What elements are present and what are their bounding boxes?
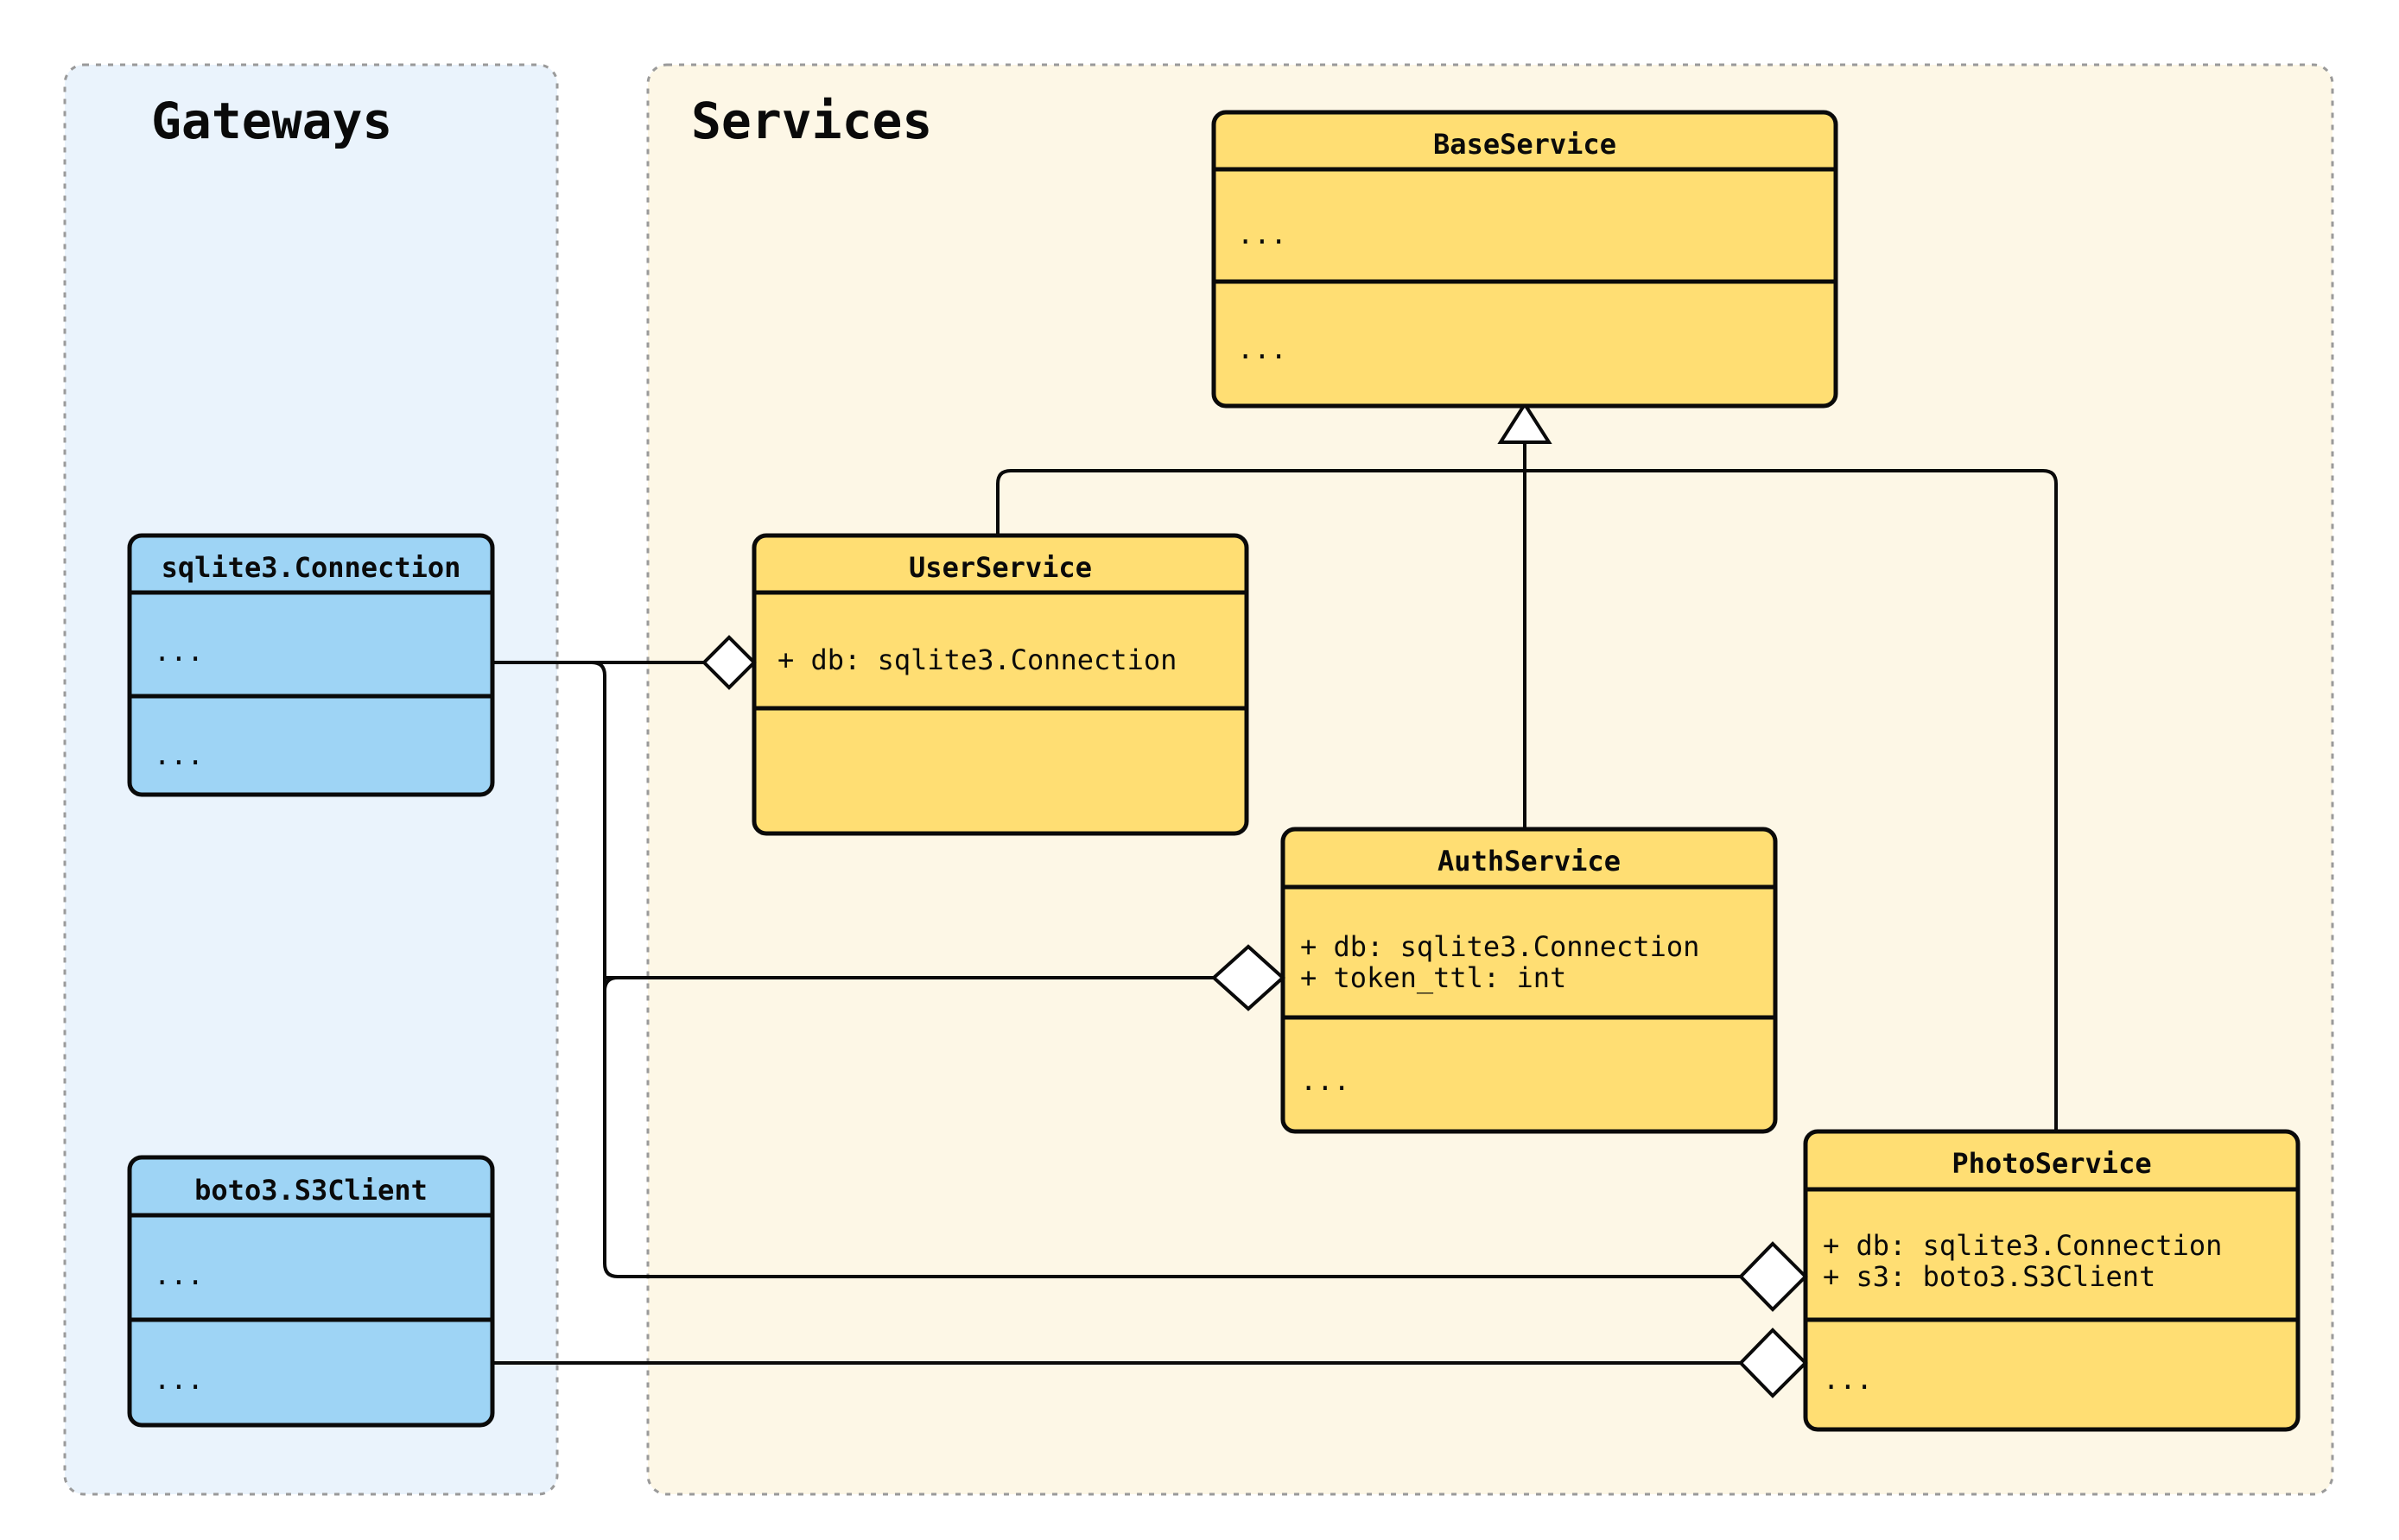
- class-sqlite3-connection-method: ...: [154, 738, 204, 771]
- class-photoservice-title: PhotoService: [1952, 1147, 2151, 1180]
- package-gateways-label: Gateways: [151, 92, 392, 150]
- generalization-edges: [996, 401, 2058, 1131]
- class-baseservice-frame: [1211, 110, 1838, 409]
- hollow-diamond-icon-authservice: [1211, 944, 1285, 1011]
- class-userservice-title: UserService: [909, 551, 1092, 584]
- class-boto3-s3client-frame: [127, 1155, 495, 1428]
- class-userservice-frame: [752, 533, 1249, 836]
- edge-generalization-userservice[interactable]: [996, 469, 1525, 536]
- aggregation-edges-sqlite: [492, 661, 1741, 1278]
- package-services-label: Services: [691, 92, 932, 150]
- class-boto3-s3client-method: ...: [154, 1363, 204, 1396]
- class-userservice-attribute: + db: sqlite3.Connection: [777, 643, 1177, 676]
- hollow-triangle-icon: [1497, 401, 1552, 444]
- aggregation-markers: [701, 635, 1808, 1398]
- class-sqlite3-connection-frame: [127, 533, 495, 797]
- class-box-userservice[interactable]: UserService + db: sqlite3.Connection: [752, 533, 1249, 836]
- class-authservice-attribute-1: + db: sqlite3.Connection: [1300, 930, 1699, 963]
- class-boto3-s3client-title: boto3.S3Client: [194, 1174, 428, 1207]
- class-photoservice-frame: [1803, 1129, 2301, 1432]
- class-box-baseservice[interactable]: BaseService ... ...: [1211, 110, 1838, 409]
- class-authservice-attribute-2: + token_ttl: int: [1300, 961, 1566, 994]
- class-authservice-title: AuthService: [1437, 845, 1621, 878]
- class-baseservice-method: ...: [1237, 333, 1287, 365]
- class-photoservice-method: ...: [1823, 1363, 1873, 1396]
- class-sqlite3-connection-attribute: ...: [154, 635, 204, 668]
- class-box-boto3-s3client[interactable]: boto3.S3Client ... ...: [127, 1155, 495, 1428]
- edge-aggregation-trunk-down[interactable]: [492, 661, 1741, 1278]
- class-photoservice-attribute-2: + s3: boto3.S3Client: [1823, 1260, 2155, 1293]
- class-box-authservice[interactable]: AuthService + db: sqlite3.Connection + t…: [1280, 827, 1778, 1134]
- class-authservice-frame: [1280, 827, 1778, 1134]
- hollow-diamond-icon-photoservice-s3: [1738, 1328, 1808, 1398]
- edge-aggregation-authservice-corner: [603, 976, 619, 992]
- class-boto3-s3client-attribute: ...: [154, 1258, 204, 1291]
- class-box-photoservice[interactable]: PhotoService + db: sqlite3.Connection + …: [1803, 1129, 2301, 1432]
- hollow-diamond-icon-userservice: [701, 635, 757, 690]
- class-baseservice-attribute: ...: [1237, 218, 1287, 250]
- edge-generalization-photoservice[interactable]: [1525, 469, 2058, 1131]
- class-sqlite3-connection-title: sqlite3.Connection: [162, 551, 461, 584]
- class-box-sqlite3-connection[interactable]: sqlite3.Connection ... ...: [127, 533, 495, 797]
- class-photoservice-attribute-1: + db: sqlite3.Connection: [1823, 1229, 2222, 1262]
- class-baseservice-title: BaseService: [1433, 128, 1616, 161]
- hollow-diamond-icon-photoservice-db: [1738, 1241, 1808, 1312]
- class-authservice-method: ...: [1300, 1064, 1350, 1097]
